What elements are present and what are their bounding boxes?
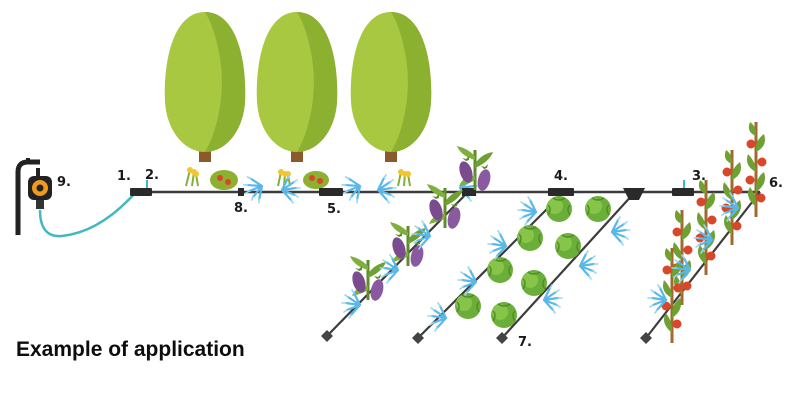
label-tee-left: 5.: [327, 202, 341, 217]
garden-hose: [38, 192, 136, 238]
end-stake-icon: [412, 332, 424, 344]
drip-spray: [237, 171, 480, 208]
water-timer-icon: [28, 176, 52, 209]
flower-bed: [185, 167, 411, 190]
label-cabbage-branch: 7.: [518, 335, 532, 350]
mini-sprinkler-icon: [238, 188, 244, 196]
tree: [256, 12, 338, 162]
tree: [164, 12, 246, 162]
tee-left-icon: [319, 188, 343, 196]
faucet-icon: [15, 158, 40, 235]
eggplant-branch-pipe: [326, 191, 469, 337]
label-tomato: 6.: [769, 176, 783, 191]
label-coupler: 2.: [145, 168, 159, 183]
tee-connector-icon: [623, 188, 645, 200]
label-sprinkler: 8.: [234, 201, 248, 216]
label-timer: 9.: [57, 175, 71, 190]
tomato-plant: [661, 122, 767, 343]
tee-right-icon: [548, 188, 574, 196]
label-connector: 1.: [117, 169, 131, 184]
end-cap-icon: [672, 188, 694, 196]
end-stake-icon: [321, 330, 333, 342]
tomato-branch-pipe: [645, 191, 761, 339]
tree: [350, 12, 432, 162]
end-stake-icon: [640, 332, 652, 344]
label-end-cap: 3.: [692, 169, 706, 184]
connector-icon: [130, 188, 152, 196]
label-tee-right: 4.: [554, 169, 568, 184]
end-stake-icon: [496, 332, 508, 344]
diagram-caption: Example of application: [16, 338, 245, 361]
cabbage-branch-pipe: [501, 191, 636, 339]
